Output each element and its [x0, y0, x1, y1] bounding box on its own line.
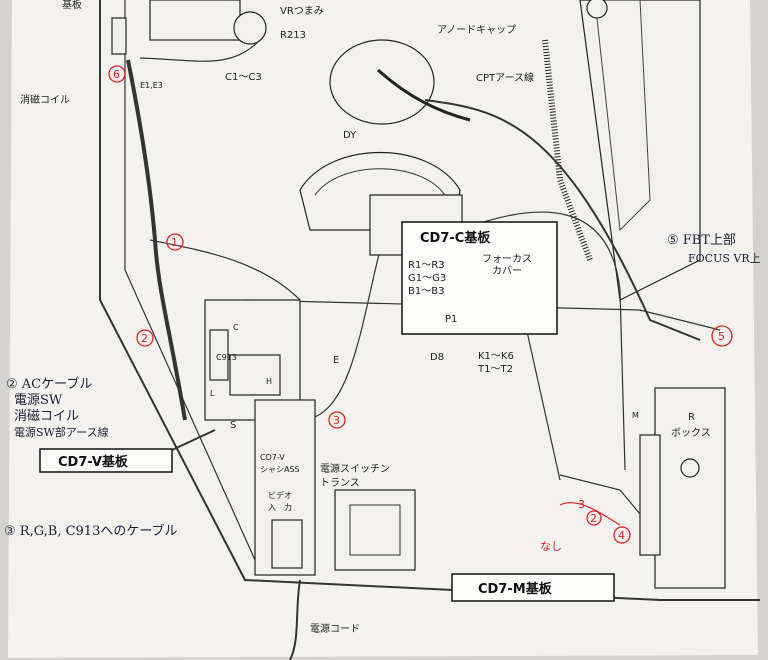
hand-note-line-5: ③ R,G,B, C913へのケーブル	[4, 523, 178, 539]
v-board-callout-box	[39, 448, 173, 473]
v-board-leader	[171, 429, 216, 451]
cable-to-c-board	[299, 249, 381, 421]
r-box-label-1: R	[688, 412, 695, 423]
r1-r3-label: R1～R3	[408, 260, 445, 271]
k1-k6-label: K1～K6	[478, 351, 514, 362]
power-switching-transformer	[334, 489, 416, 571]
anode-cap-shape	[329, 39, 435, 125]
c-mark: C	[233, 323, 239, 332]
r213-label: R213	[280, 30, 306, 41]
d8-label: D8	[430, 352, 444, 363]
e1-e3-label: E1,E3	[140, 81, 163, 90]
red-mark-6: 6	[108, 65, 126, 83]
connector-block	[229, 354, 281, 396]
top-board-part	[149, 0, 241, 41]
cabinet-outline	[99, 0, 760, 601]
tensioner-wheel	[586, 0, 608, 19]
p1-label: P1	[445, 314, 457, 325]
r-box-bracket	[639, 434, 661, 556]
svg-text:5: 5	[718, 330, 725, 343]
hand-note-line-2: 電源SW	[14, 393, 63, 408]
c1-c3-label: C1～C3	[225, 72, 262, 83]
v-chassis-label-1: CD7-V	[260, 453, 285, 462]
s-mark: S	[230, 420, 236, 431]
v-chassis-label-2: シャシASS	[260, 465, 300, 474]
m-board-cable	[559, 474, 646, 521]
svg-text:3: 3	[333, 414, 340, 427]
svg-text:2: 2	[141, 332, 148, 345]
red-pointer-stroke	[559, 502, 621, 526]
crt-funnel	[579, 0, 701, 301]
g1-g3-label: G1～G3	[408, 273, 446, 284]
h-mark: H	[266, 377, 272, 386]
power-cord-label: 電源コード	[310, 622, 360, 635]
anode-lead	[376, 68, 471, 122]
svg-text:2: 2	[590, 512, 597, 525]
svg-text:4: 4	[618, 529, 625, 542]
r-box-shape	[654, 387, 726, 589]
kiban-top-label: 基板	[62, 0, 82, 11]
r-box-knob	[680, 458, 700, 478]
v-board-title: CD7-V基板	[58, 454, 129, 470]
anode-cap-label: アノードキャップ	[437, 24, 516, 36]
red-mark-2b: 2	[586, 510, 602, 526]
svg-text:6: 6	[113, 68, 120, 81]
degauss-coil-label: 消磁コイル	[20, 93, 70, 106]
power-switch-trans-label-2: トランス	[320, 477, 360, 489]
focus-cover-label-1: フォーカス	[482, 253, 532, 265]
focus-cover-label-2: カバー	[492, 265, 522, 277]
t1-t2-label: T1～T2	[477, 364, 513, 375]
red-mark-5: 5	[711, 325, 733, 347]
svg-text:1: 1	[171, 236, 178, 249]
e-mark: E	[333, 355, 339, 366]
cpt-earth-label: CPTアース線	[476, 71, 534, 84]
chassis-rail	[244, 299, 721, 331]
bracket-part	[111, 17, 127, 55]
video-input-label-2: 入 力	[268, 502, 292, 512]
c-board-title: CD7-C基板	[420, 230, 491, 246]
main-wire-harness	[126, 59, 187, 421]
r-box-label-2: ボックス	[671, 427, 711, 439]
transformer-core	[349, 504, 401, 556]
anode-wire-to-fbt	[424, 99, 701, 341]
c1-c3-lead	[139, 39, 261, 62]
c913-label: C913	[216, 353, 237, 362]
cabinet-inner-edge	[124, 0, 256, 561]
video-input-jacks	[271, 519, 303, 569]
red-mark-1: 1	[166, 233, 184, 251]
red-mark-3: 3	[328, 411, 346, 429]
hand-note-line-6: ⑤ FBT上部	[667, 233, 736, 248]
video-input-label-1: ビデオ	[268, 490, 292, 500]
dy-label: DY	[343, 130, 357, 141]
cable-c-to-m	[459, 211, 626, 471]
m-board-title: CD7-M基板	[478, 581, 553, 597]
l-mark: L	[210, 389, 215, 398]
m-mark: M	[632, 411, 639, 420]
red-mark-4: 4	[613, 526, 631, 544]
paper-sheet	[8, 0, 758, 658]
power-cord-line	[289, 579, 301, 660]
hand-note-line-3: 消磁コイル	[14, 409, 79, 424]
hand-note-line-7: FOCUS VR上	[688, 252, 761, 265]
yoke-windings	[314, 168, 446, 196]
crt-side-edge	[594, 0, 651, 232]
c-board-callout-box	[401, 221, 558, 335]
connector-strip	[209, 329, 229, 381]
red-mark-2: 2	[136, 329, 154, 347]
vr-knob-label: VRつまみ	[280, 5, 324, 17]
power-switch-trans-label-1: 電源スイッチン	[320, 462, 390, 475]
red-nashi-label: なし	[540, 540, 562, 553]
hand-note-line-4: 電源SW部アース線	[14, 425, 109, 439]
vr-knob-shape	[233, 11, 267, 45]
b1-b3-label: B1～B3	[408, 286, 444, 297]
m-board-callout-box	[451, 573, 615, 602]
hand-note-line-1: ② ACケーブル	[6, 376, 92, 392]
